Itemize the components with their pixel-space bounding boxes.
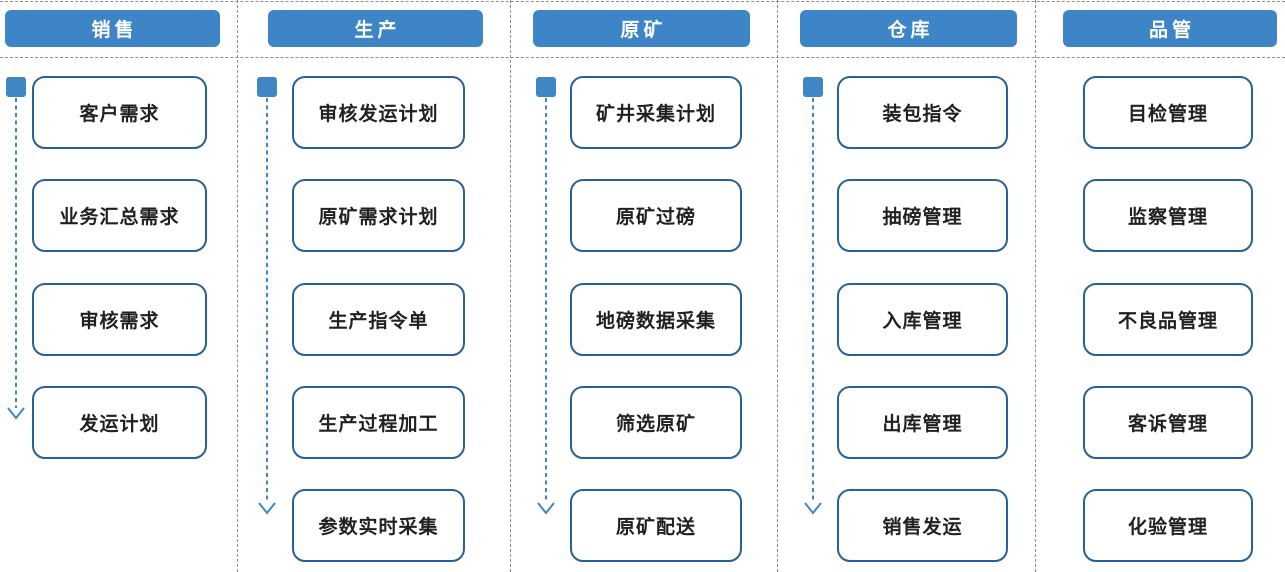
process-box-label: 出库管理 [882, 414, 963, 435]
column-header-5: 品管 [1063, 10, 1277, 47]
process-box: 客户需求 [32, 76, 207, 149]
process-box-label: 审核需求 [79, 311, 160, 332]
process-box-label: 入库管理 [882, 311, 963, 332]
process-box: 业务汇总需求 [32, 179, 207, 252]
process-box-label: 监察管理 [1127, 207, 1208, 228]
process-box: 审核需求 [32, 283, 207, 356]
process-box: 生产过程加工 [292, 386, 465, 459]
process-box: 销售发运 [837, 489, 1008, 562]
flow-start-marker-icon [803, 77, 823, 97]
process-box-label: 地磅数据采集 [595, 311, 716, 332]
grid-line-vertical-3 [777, 0, 778, 572]
process-box: 矿井采集计划 [570, 76, 742, 149]
process-box: 原矿过磅 [570, 179, 742, 252]
flow-start-marker-icon [6, 77, 26, 97]
process-box: 原矿配送 [570, 489, 742, 562]
process-box: 出库管理 [837, 386, 1008, 459]
process-box-label: 客户需求 [79, 104, 160, 125]
process-box-label: 审核发运计划 [318, 104, 439, 125]
process-box-label: 参数实时采集 [318, 517, 439, 538]
process-box-label: 原矿需求计划 [318, 207, 439, 228]
column-header-1: 销售 [5, 10, 220, 47]
process-box-label: 装包指令 [882, 104, 963, 125]
process-box: 生产指令单 [292, 283, 465, 356]
process-box-label: 目检管理 [1127, 104, 1208, 125]
flow-arrow-icon [804, 98, 822, 515]
process-box: 装包指令 [837, 76, 1008, 149]
column-header-2: 生产 [268, 10, 483, 47]
process-box: 发运计划 [32, 386, 207, 459]
process-box: 化验管理 [1083, 489, 1253, 562]
process-box-label: 业务汇总需求 [59, 207, 180, 228]
flow-start-marker-icon [257, 77, 277, 97]
process-box: 地磅数据采集 [570, 283, 742, 356]
process-box-label: 矿井采集计划 [595, 104, 716, 125]
process-box-label: 生产过程加工 [318, 414, 439, 435]
grid-line-vertical-4 [1035, 0, 1036, 572]
process-box-label: 筛选原矿 [615, 414, 696, 435]
grid-line-top [0, 1, 1285, 2]
process-box: 不良品管理 [1083, 283, 1253, 356]
process-box-label: 销售发运 [882, 517, 963, 538]
process-box-label: 原矿配送 [615, 517, 696, 538]
column-header-4: 仓库 [800, 10, 1017, 47]
grid-line-header-divider [0, 57, 1285, 58]
process-box: 参数实时采集 [292, 489, 465, 562]
flow-start-marker-icon [536, 77, 556, 97]
process-box: 抽磅管理 [837, 179, 1008, 252]
process-box: 入库管理 [837, 283, 1008, 356]
grid-line-vertical-1 [237, 0, 238, 572]
process-box-label: 生产指令单 [328, 311, 429, 332]
grid-line-vertical-2 [510, 0, 511, 572]
process-box: 审核发运计划 [292, 76, 465, 149]
process-box-label: 原矿过磅 [615, 207, 696, 228]
process-box: 原矿需求计划 [292, 179, 465, 252]
flow-arrow-icon [7, 98, 25, 420]
column-header-3: 原矿 [533, 10, 750, 47]
process-box: 目检管理 [1083, 76, 1253, 149]
process-box-label: 发运计划 [79, 414, 160, 435]
flow-arrow-icon [258, 98, 276, 515]
process-box: 客诉管理 [1083, 386, 1253, 459]
process-box-label: 不良品管理 [1117, 311, 1218, 332]
flow-arrow-icon [537, 98, 555, 515]
process-box: 监察管理 [1083, 179, 1253, 252]
process-box-label: 客诉管理 [1127, 414, 1208, 435]
process-box: 筛选原矿 [570, 386, 742, 459]
process-box-label: 化验管理 [1127, 517, 1208, 538]
process-box-label: 抽磅管理 [882, 207, 963, 228]
